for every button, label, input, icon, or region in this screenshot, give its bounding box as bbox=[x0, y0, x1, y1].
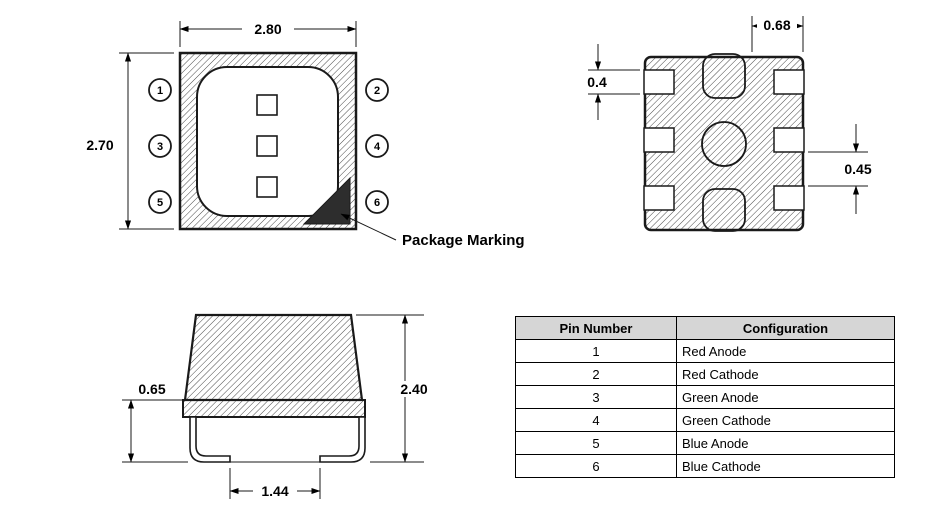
package-body-side-view bbox=[183, 313, 364, 402]
pin-config-cell: Red Cathode bbox=[676, 362, 895, 386]
pad-right-1 bbox=[773, 69, 805, 95]
pad-right-3 bbox=[773, 185, 805, 211]
pin-table-header-pin-number: Pin Number bbox=[515, 316, 677, 340]
pin-config-cell: Green Anode bbox=[676, 385, 895, 409]
pin-table-row-3: 3 Green Anode bbox=[515, 385, 895, 409]
led-die-green bbox=[256, 135, 278, 157]
package-marking-label: Package Marking bbox=[402, 232, 525, 249]
dim-065-text: 0.65 bbox=[138, 381, 165, 397]
pin-number-cell: 5 bbox=[515, 431, 677, 455]
pad-left-1 bbox=[643, 69, 675, 95]
pin-table-row-2: 2 Red Cathode bbox=[515, 362, 895, 386]
dim-144-text: 1.44 bbox=[261, 483, 288, 499]
pin-config-cell: Blue Anode bbox=[676, 431, 895, 455]
dimension-top-width: 2.80 bbox=[179, 20, 357, 47]
dimension-pad-height-left: 0.4 bbox=[587, 44, 640, 120]
pin-4-number: 4 bbox=[374, 141, 381, 153]
center-circle-feature bbox=[701, 121, 747, 167]
leadframe-band bbox=[182, 399, 366, 418]
pin-6-circle bbox=[365, 190, 389, 214]
pin-config-cell: Green Cathode bbox=[676, 408, 895, 432]
pin-table-header-configuration: Configuration bbox=[676, 316, 895, 340]
dim-068-text: 0.68 bbox=[763, 17, 790, 33]
pin-3-number: 3 bbox=[157, 141, 163, 153]
pin-callouts bbox=[148, 78, 389, 214]
led-die-blue bbox=[256, 176, 278, 198]
dimension-total-height: 2.40 bbox=[356, 314, 436, 463]
dimension-lead-span: 1.44 bbox=[229, 468, 321, 499]
pin-config-cell: Blue Cathode bbox=[676, 454, 895, 478]
pad-right-2 bbox=[773, 127, 805, 153]
polarity-marking-triangle bbox=[302, 176, 351, 225]
top-slot-feature bbox=[702, 53, 746, 99]
dimension-pad-offset: 0.68 bbox=[751, 16, 804, 52]
dim-04-text: 0.4 bbox=[587, 74, 607, 90]
side-view-drawing: 0.65 2.40 1.44 bbox=[122, 313, 436, 499]
bottom-view-drawing: 0.68 0.4 0.45 bbox=[587, 16, 872, 232]
pin-table-row-4: 4 Green Cathode bbox=[515, 408, 895, 432]
dim-045-text: 0.45 bbox=[844, 161, 871, 177]
pin-config-cell: Red Anode bbox=[676, 339, 895, 363]
pin-2-circle bbox=[365, 78, 389, 102]
pin-5-circle bbox=[148, 190, 172, 214]
pin-table-row-6: 6 Blue Cathode bbox=[515, 454, 895, 478]
bottom-slot-feature bbox=[702, 188, 746, 232]
pin-table-row-1: 1 Red Anode bbox=[515, 339, 895, 363]
pin-2-number: 2 bbox=[374, 85, 380, 97]
pin-3-circle bbox=[148, 134, 172, 158]
led-die-red bbox=[256, 94, 278, 116]
dimension-standoff: 0.65 bbox=[122, 381, 188, 463]
pin-4-circle bbox=[365, 134, 389, 158]
dim-240-text: 2.40 bbox=[400, 381, 427, 397]
dim-width-text: 2.80 bbox=[254, 21, 281, 37]
pin-number-cell: 1 bbox=[515, 339, 677, 363]
pin-1-number: 1 bbox=[157, 85, 163, 97]
pin-6-number: 6 bbox=[374, 197, 380, 209]
lead-right bbox=[319, 416, 366, 463]
pin-configuration-table: Pin Number Configuration 1 Red Anode 2 R… bbox=[515, 316, 895, 478]
pad-left-3 bbox=[643, 185, 675, 211]
solder-pads bbox=[643, 69, 805, 211]
package-marking-callout: Package Marking bbox=[340, 213, 525, 249]
pin-1-circle bbox=[148, 78, 172, 102]
pin-table-row-5: 5 Blue Anode bbox=[515, 431, 895, 455]
pin-number-cell: 4 bbox=[515, 408, 677, 432]
pin-table-header-row: Pin Number Configuration bbox=[515, 316, 895, 340]
pin-number-cell: 6 bbox=[515, 454, 677, 478]
pin-number-cell: 2 bbox=[515, 362, 677, 386]
top-view-drawing: 1 3 5 2 4 6 2.80 2.70 Package Marking bbox=[86, 20, 525, 249]
pin-5-number: 5 bbox=[157, 197, 163, 209]
dim-height-text: 2.70 bbox=[86, 137, 113, 153]
dimension-left-height: 2.70 bbox=[86, 52, 174, 230]
pin-number-cell: 3 bbox=[515, 385, 677, 409]
dimension-pad-gap-right: 0.45 bbox=[808, 124, 872, 214]
pad-left-2 bbox=[643, 127, 675, 153]
lead-left bbox=[189, 416, 231, 463]
